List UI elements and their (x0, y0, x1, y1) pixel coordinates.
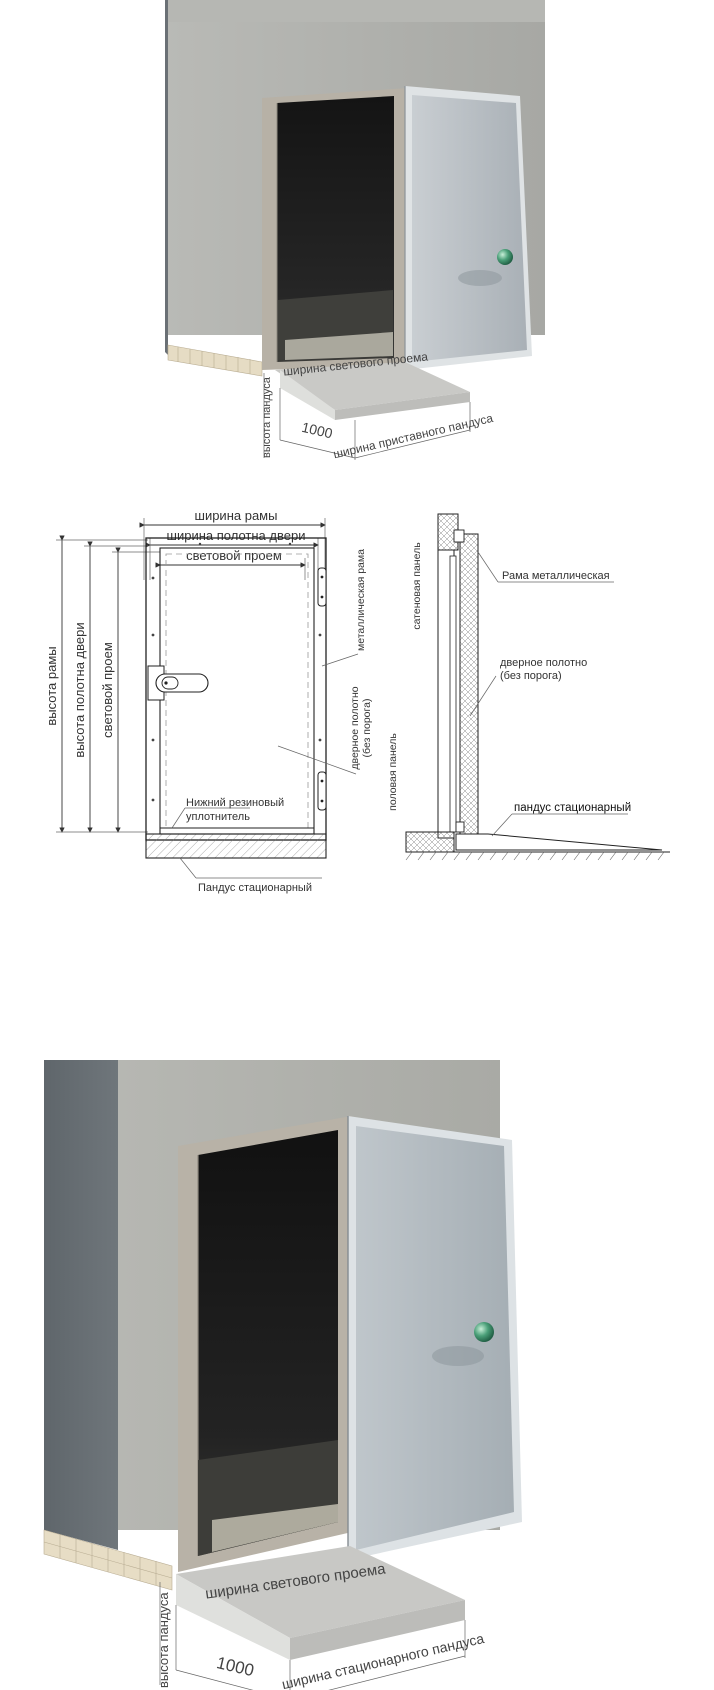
hinge-icon (317, 567, 327, 607)
frame-width-label: ширина рамы (195, 508, 278, 523)
figure-3-isometric-door: ширина светового проема высота пандуса 1… (43, 1060, 522, 1690)
front-view: ширина рамы ширина полотна двери светово… (44, 508, 373, 894)
dim-lines (263, 373, 471, 460)
section-door-leaf-label-2: (без порога) (500, 670, 562, 682)
door-handle-icon (147, 665, 209, 701)
section-door-leaf-label-1: дверное полотно (500, 657, 587, 669)
door-leaf-label-1: дверное полотно (349, 686, 361, 769)
ramp-depth-label: 1000 (215, 1653, 256, 1680)
interior-floor (278, 290, 393, 360)
fixed-ramp-label: Пандус стационарный (198, 882, 312, 894)
wall-panel-label: сатеновая панель (411, 542, 423, 630)
bottom-seal-label-1: Нижний резиновый (186, 797, 284, 809)
section-view: сатеновая панель Рама металлическая двер… (387, 513, 670, 861)
metal-frame-label: металлическая рама (355, 549, 367, 651)
section-metal-frame-label: Рама металлическая (502, 570, 610, 582)
interior-floor (198, 1440, 338, 1556)
hinge-icon (317, 771, 327, 811)
door-knob-icon (497, 249, 513, 265)
door-leaf-height-label: высота полотна двери (72, 622, 87, 757)
attached-ramp-width-label: ширина приставного пандуса (332, 411, 495, 461)
open-door-leaf (404, 86, 532, 370)
clear-opening-width-label: световой проем (186, 548, 282, 563)
section-fixed-ramp-label: пандус стационарный (514, 802, 631, 814)
frame-height-label: высота рамы (44, 646, 59, 725)
figure-1-isometric-door: ширина светового проема высота пандуса 1… (165, 0, 545, 461)
open-door-leaf (347, 1116, 522, 1560)
door-leaf-label-2: (без порога) (361, 699, 373, 758)
base-tiles (43, 1529, 173, 1591)
floor-panel-label: половая панель (387, 733, 399, 811)
door-leaf-width-label: ширина полотна двери (167, 528, 306, 543)
dim-lines (159, 1582, 466, 1690)
base-tiles (167, 344, 263, 377)
attached-ramp (275, 362, 470, 420)
ramp-depth-label: 1000 (300, 419, 334, 442)
fixed-ramp (176, 1546, 465, 1660)
building-side-face (165, 0, 168, 355)
clear-opening-height-label: световой проем (100, 642, 115, 738)
bottom-seal-label-2: уплотнитель (186, 811, 250, 823)
ramp-height-label: высота пандуса (156, 1592, 171, 1688)
figure-2-technical-drawing: ширина рамы ширина полотна двери светово… (44, 508, 670, 894)
door-knob-icon (474, 1322, 494, 1342)
ramp-height-label: высота пандуса (261, 376, 273, 458)
